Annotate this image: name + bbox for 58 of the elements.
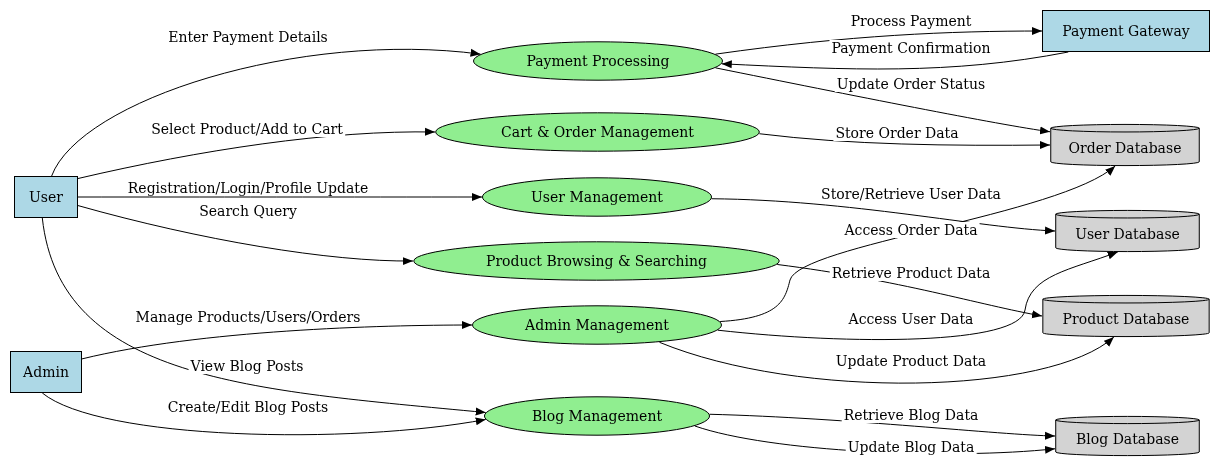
node-label: Product Browsing & Searching — [485, 251, 708, 271]
arrow — [51, 49, 482, 177]
edge-label: Update Blog Data — [845, 439, 977, 455]
edge-label: View Blog Posts — [188, 358, 306, 374]
node-label: Payment Gateway — [1062, 21, 1190, 41]
arrow — [714, 67, 1051, 135]
arrow — [709, 413, 1056, 440]
arrow — [77, 128, 436, 179]
edge-label: Search Query — [197, 203, 299, 219]
arrow — [758, 133, 1051, 150]
process-ellipse — [472, 305, 722, 345]
edge-label: Store Order Data — [833, 125, 961, 141]
node-label: Admin Management — [525, 315, 669, 335]
process-ellipse — [473, 41, 723, 81]
node-label: Order Database — [1068, 138, 1182, 158]
arrow — [41, 392, 487, 436]
process-ellipse — [435, 112, 760, 152]
process-ellipse — [484, 396, 710, 436]
node-label: Cart & Order Management — [501, 122, 694, 142]
entity-box — [14, 176, 78, 218]
arrow — [659, 336, 1115, 384]
edge-label: Store/Retrieve User Data — [819, 186, 1003, 202]
edge-label: Payment Confirmation — [829, 40, 993, 56]
entity-box — [10, 351, 82, 393]
edge-label: Access Order Data — [842, 222, 980, 238]
node-label: Product Database — [1062, 309, 1190, 329]
edge-label: Update Product Data — [833, 353, 989, 369]
database-cylinder — [1042, 295, 1210, 337]
edge-label: Select Product/Add to Cart — [149, 121, 345, 137]
node-label: Admin — [23, 362, 69, 382]
arrow — [711, 198, 1056, 235]
arrow — [41, 217, 487, 416]
arrow — [717, 251, 1119, 341]
edge-label: Registration/Login/Profile Update — [125, 180, 371, 196]
arrow — [714, 27, 1043, 55]
node-label: Blog Database — [1076, 429, 1179, 449]
edge-label: Retrieve Blog Data — [841, 407, 981, 423]
edge-label: Access User Data — [846, 311, 976, 327]
edge-label: Enter Payment Details — [166, 29, 330, 45]
edge-label: Process Payment — [848, 13, 974, 29]
node-label: Blog Management — [531, 406, 663, 426]
database-cylinder — [1050, 124, 1200, 166]
arrow — [77, 205, 414, 265]
edge-label: Retrieve Product Data — [829, 265, 993, 281]
edge-label: Create/Edit Blog Posts — [165, 399, 331, 415]
arrow — [81, 321, 473, 360]
edge-label: Manage Products/Users/Orders — [133, 309, 363, 325]
entity-box — [1042, 10, 1210, 52]
node-label: User Database — [1075, 224, 1180, 244]
node-label: Payment Processing — [526, 51, 670, 71]
node-label: User — [29, 187, 63, 207]
edge-label: Update Order Status — [834, 76, 988, 92]
process-ellipse — [482, 177, 712, 217]
node-label: User Management — [531, 187, 663, 207]
process-ellipse — [413, 241, 780, 281]
database-cylinder — [1055, 416, 1200, 456]
database-cylinder — [1055, 210, 1200, 252]
arrow — [77, 193, 483, 201]
